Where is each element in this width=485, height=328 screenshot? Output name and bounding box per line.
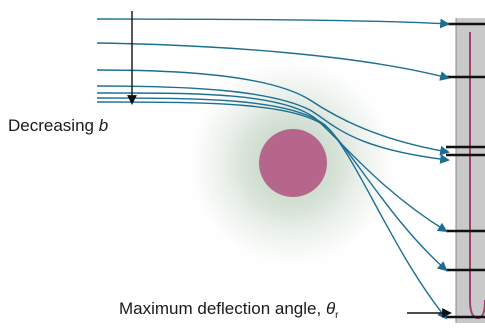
decreasing-b-label: Decreasing b xyxy=(8,116,108,135)
decreasing-prefix: Decreasing xyxy=(8,116,99,135)
decreasing-variable: b xyxy=(99,116,108,135)
trajectory-1 xyxy=(97,19,448,24)
target-nucleus xyxy=(259,129,327,197)
theta-subscript: r xyxy=(335,310,339,321)
max-deflection-label: Maximum deflection angle, θr xyxy=(119,299,339,321)
max-deflection-prefix: Maximum deflection angle, xyxy=(119,299,326,318)
